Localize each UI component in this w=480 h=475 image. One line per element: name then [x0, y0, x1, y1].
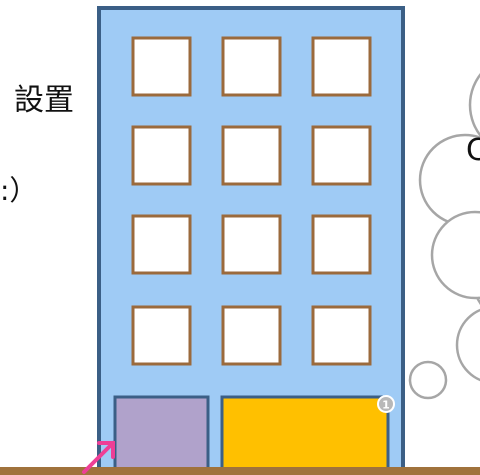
number-one-circle-icon: 1 — [377, 395, 395, 413]
window-r1c3 — [311, 36, 372, 97]
text-fragment-left-middle: :） — [0, 174, 38, 207]
pink-arrow-icon — [82, 441, 115, 474]
window-r1c2 — [221, 36, 282, 97]
window-r2c3 — [311, 125, 372, 186]
badge-number: 1 — [382, 399, 390, 412]
cloud-lobe-top — [468, 72, 480, 138]
cloud-text-fragment: C — [466, 133, 480, 168]
window-r4c2 — [221, 305, 282, 366]
text-fragment-left-top: 設置 — [14, 83, 74, 118]
ground-line — [0, 467, 480, 475]
window-r1c1 — [131, 36, 192, 97]
thought-bubble-small — [408, 360, 448, 400]
window-r3c3 — [311, 214, 372, 275]
window-r2c2 — [221, 125, 282, 186]
entrance-door — [113, 395, 210, 475]
window-r3c2 — [221, 214, 282, 275]
cloud-lobe-lower — [430, 210, 480, 300]
window-r4c1 — [131, 305, 192, 366]
cloud-lobe-bottom — [455, 308, 480, 382]
windows — [131, 36, 372, 366]
shop-front — [220, 395, 390, 475]
window-r3c1 — [131, 214, 192, 275]
window-r4c3 — [311, 305, 372, 366]
thought-cloud — [408, 72, 480, 400]
window-r2c1 — [131, 125, 192, 186]
